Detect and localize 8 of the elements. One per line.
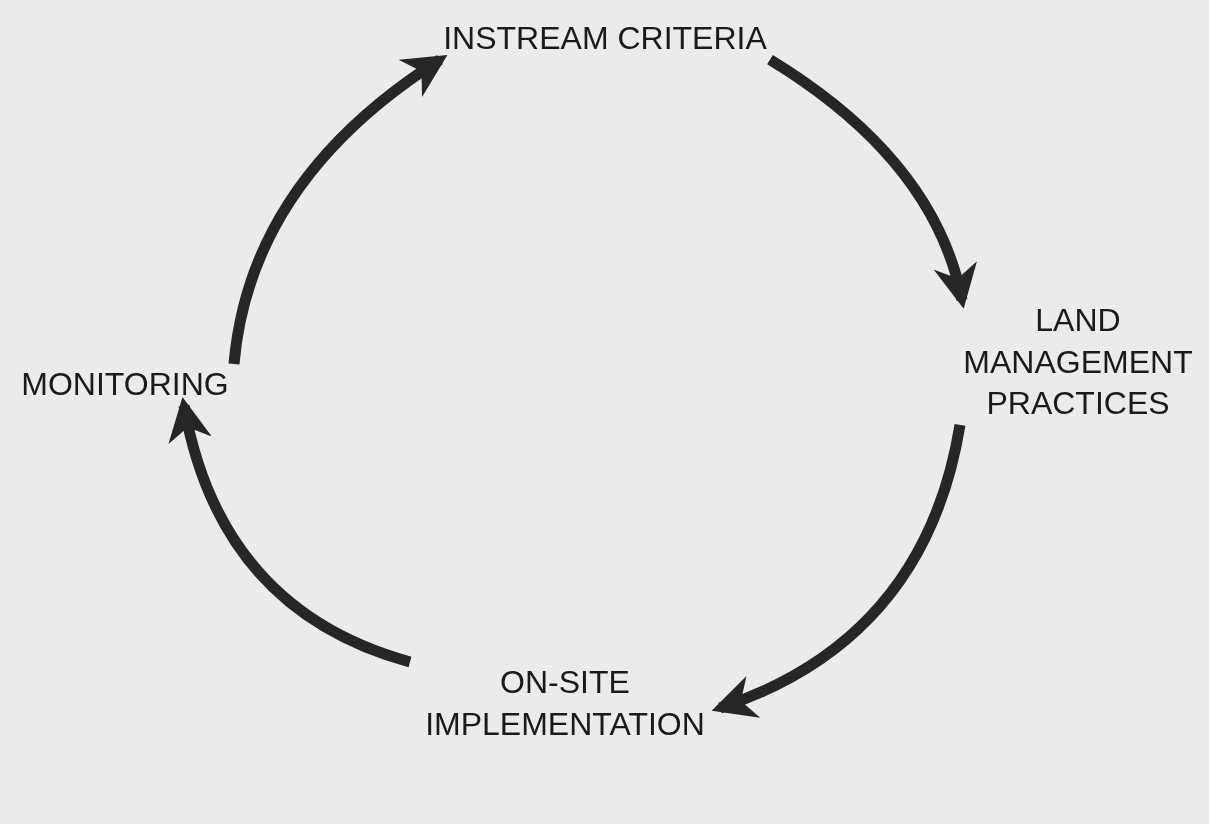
stage-label: MONITORING	[5, 364, 245, 406]
stage-label: INSTREAM CRITERIA	[440, 18, 770, 60]
curved-arrow	[169, 397, 412, 668]
curved-arrow	[767, 54, 976, 309]
curved-arrow	[228, 54, 448, 365]
stage-label: LAND MANAGEMENT PRACTICES	[960, 300, 1196, 425]
curved-arrow	[711, 423, 966, 717]
stage-label: ON-SITE IMPLEMENTATION	[410, 662, 720, 746]
